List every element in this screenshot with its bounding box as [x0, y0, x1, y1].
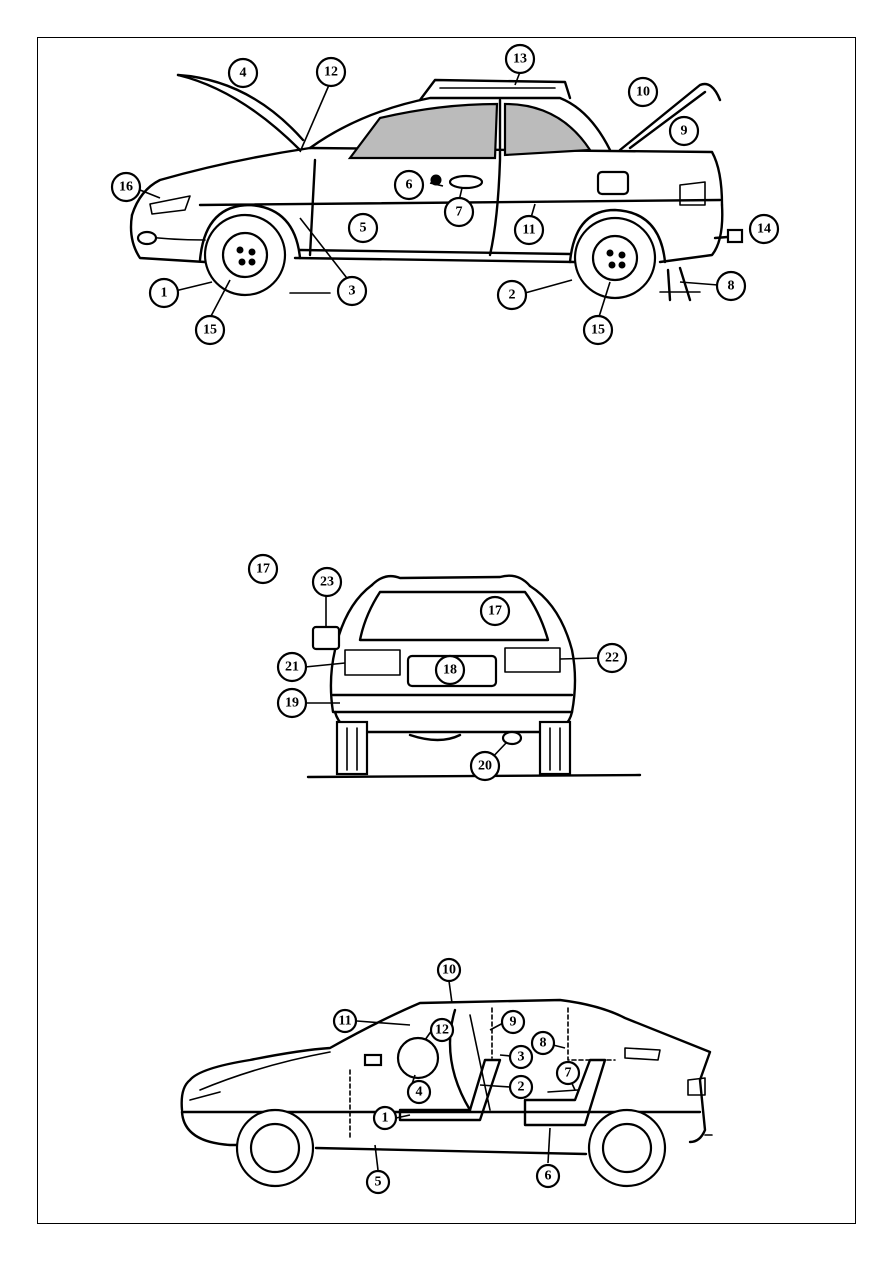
side-callout-14: 14: [748, 213, 780, 245]
rear-callout-23: 23: [311, 566, 343, 598]
side-callout-5-label: 5: [360, 221, 367, 236]
interior-callout-9-label: 9: [510, 1015, 517, 1030]
rear-heading-17-label: 17: [256, 562, 270, 577]
side-callout-15-rear: 15: [582, 314, 614, 346]
interior-callout-3-label: 3: [518, 1050, 525, 1065]
rear-callout-17: 17: [479, 595, 511, 627]
interior-callout-4: 4: [406, 1079, 432, 1105]
side-callout-1-label: 1: [161, 286, 168, 301]
interior-callout-1: 1: [372, 1105, 398, 1131]
interior-callout-7: 7: [555, 1060, 581, 1086]
interior-callout-12: 12: [429, 1017, 455, 1043]
side-callout-12-label: 12: [324, 65, 338, 80]
interior-callout-1-label: 1: [382, 1111, 389, 1126]
interior-callout-6-label: 6: [545, 1169, 552, 1184]
rear-view-car-drawing: [306, 574, 642, 779]
rear-callout-21-label: 21: [285, 660, 299, 675]
page-frame: [37, 37, 856, 1224]
rear-callout-22-label: 22: [605, 651, 619, 666]
side-callout-7-label: 7: [456, 205, 463, 220]
rear-callout-18-label: 18: [443, 663, 457, 678]
side-callout-7: 7: [443, 196, 475, 228]
interior-callout-5-label: 5: [375, 1175, 382, 1190]
interior-view-leaders: [356, 980, 576, 1171]
side-callout-6-label: 6: [406, 178, 413, 193]
interior-callout-2-label: 2: [518, 1080, 525, 1095]
side-callout-13-label: 13: [513, 52, 527, 67]
side-callout-13: 13: [504, 43, 536, 75]
side-callout-11-label: 11: [522, 223, 535, 238]
side-callout-3: 3: [336, 275, 368, 307]
side-callout-3-label: 3: [349, 284, 356, 299]
side-callout-12: 12: [315, 56, 347, 88]
interior-callout-2: 2: [508, 1074, 534, 1100]
interior-callout-9: 9: [500, 1009, 526, 1035]
side-callout-11: 11: [513, 214, 545, 246]
side-callout-8: 8: [715, 270, 747, 302]
interior-callout-10-label: 10: [442, 963, 456, 978]
side-callout-15-front: 15: [194, 314, 226, 346]
rear-callout-20: 20: [469, 750, 501, 782]
interior-callout-3: 3: [508, 1044, 534, 1070]
side-callout-4: 4: [227, 57, 259, 89]
rear-callout-19: 19: [276, 687, 308, 719]
side-callout-16: 16: [110, 171, 142, 203]
side-callout-15-rear-label: 15: [591, 323, 605, 338]
rear-callout-23-label: 23: [320, 575, 334, 590]
rear-callout-17-label: 17: [488, 604, 502, 619]
side-callout-4-label: 4: [240, 66, 247, 81]
interior-callout-7-label: 7: [565, 1066, 572, 1081]
side-callout-8-label: 8: [728, 279, 735, 294]
interior-callout-6: 6: [535, 1163, 561, 1189]
interior-callout-4-label: 4: [416, 1085, 423, 1100]
side-callout-10-label: 10: [636, 85, 650, 100]
interior-callout-8-label: 8: [540, 1036, 547, 1051]
interior-callout-12-label: 12: [435, 1023, 449, 1038]
side-callout-2: 2: [496, 279, 528, 311]
side-callout-9: 9: [668, 115, 700, 147]
side-callout-1: 1: [148, 277, 180, 309]
rear-callout-22: 22: [596, 642, 628, 674]
side-callout-5: 5: [347, 212, 379, 244]
interior-callout-11: 11: [332, 1008, 358, 1034]
interior-callout-8: 8: [530, 1030, 556, 1056]
rear-view-leaders: [304, 596, 599, 764]
rear-callout-18: 18: [434, 654, 466, 686]
side-callout-9-label: 9: [681, 124, 688, 139]
side-callout-14-label: 14: [757, 222, 771, 237]
rear-heading-17: 17: [247, 553, 279, 585]
side-callout-16-label: 16: [119, 180, 133, 195]
rear-callout-19-label: 19: [285, 696, 299, 711]
rear-callout-20-label: 20: [478, 759, 492, 774]
interior-callout-5: 5: [365, 1169, 391, 1195]
interior-callout-11-label: 11: [338, 1014, 351, 1029]
side-view-leaders: [139, 71, 719, 321]
interior-callout-10: 10: [436, 957, 462, 983]
rear-callout-21: 21: [276, 651, 308, 683]
side-view-car-drawing: [129, 73, 744, 302]
side-callout-15-front-label: 15: [203, 323, 217, 338]
side-callout-2-label: 2: [509, 288, 516, 303]
interior-view-car-drawing: [180, 998, 713, 1188]
side-callout-10: 10: [627, 76, 659, 108]
side-callout-6: 6: [393, 169, 425, 201]
